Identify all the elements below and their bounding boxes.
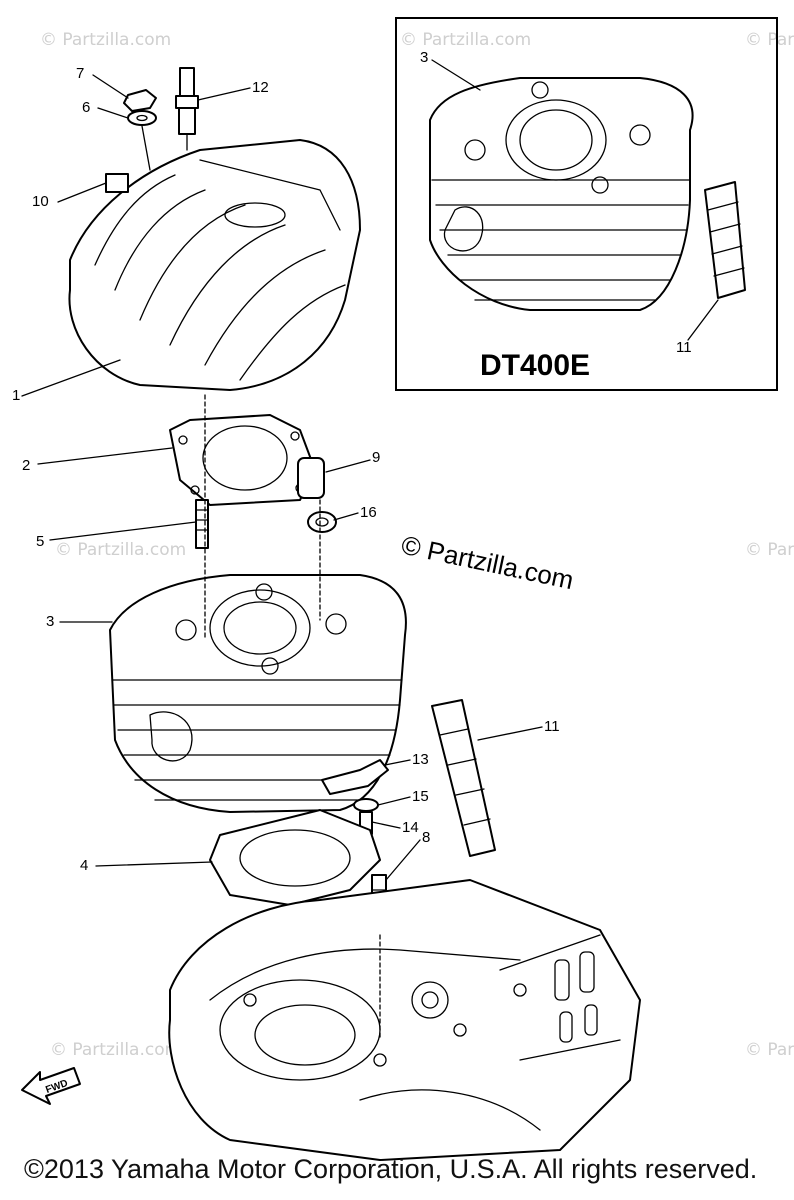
callout-8: 8 (422, 829, 430, 846)
callout-15: 15 (412, 788, 429, 805)
callout-13: 13 (412, 751, 429, 768)
callout-16: 16 (360, 504, 377, 521)
watermark-text: © Partzilla.com (400, 30, 531, 50)
callout-9: 9 (372, 449, 380, 466)
watermark-text: © Partzilla.com (745, 540, 794, 560)
watermark-text: © Partzilla.com (745, 1040, 794, 1060)
inset-leader (687, 299, 719, 341)
cylinder-head (68, 139, 361, 391)
callout-1: 1 (12, 387, 20, 404)
inset-callout-3: 3 (420, 49, 428, 66)
leader-lines (21, 74, 543, 881)
base-gasket (209, 809, 381, 906)
stud-5 (195, 499, 209, 549)
callout-4: 4 (80, 857, 88, 874)
inset-cylinder (429, 77, 694, 311)
callout-7: 7 (76, 65, 84, 82)
watermark-center: © Partzilla.com (399, 530, 577, 596)
inset-title: DT400E (480, 349, 590, 382)
callout-5: 5 (36, 533, 44, 550)
watermark-text: © Partzilla.com (40, 30, 171, 50)
strip-11 (431, 699, 496, 857)
watermark-text: © Partzilla.com (745, 30, 794, 50)
callout-12: 12 (252, 79, 269, 96)
inset-dt400e: 3 11 DT400E (395, 17, 778, 391)
cap-10 (105, 173, 129, 193)
head-gasket (169, 414, 316, 506)
dowel-and-seal (297, 457, 337, 533)
callout-10: 10 (32, 193, 49, 210)
spark-plug (175, 67, 199, 151)
nut-and-washer (123, 89, 157, 171)
callout-3: 3 (46, 613, 54, 630)
inset-frame (395, 17, 778, 391)
alignment-lines (204, 394, 381, 1041)
callout-11: 11 (544, 718, 560, 735)
callout-14: 14 (402, 819, 419, 836)
cylinder (109, 574, 407, 813)
watermark-text: © Partzilla.com (55, 540, 186, 560)
inset-leader (431, 59, 481, 91)
crankcase (168, 879, 641, 1161)
callouts: 7 6 12 10 1 2 9 16 5 3 11 13 15 14 4 8 (12, 65, 560, 874)
copyright-text: ©2013 Yamaha Motor Corporation, U.S.A. A… (24, 1154, 757, 1184)
callout-2: 2 (22, 457, 30, 474)
callout-6: 6 (82, 99, 90, 116)
watermark-text: © Partzilla.com (50, 1040, 181, 1060)
inset-callout-11: 11 (676, 339, 692, 356)
inset-strip (704, 181, 746, 299)
fwd-arrow: FWD (21, 1067, 81, 1105)
